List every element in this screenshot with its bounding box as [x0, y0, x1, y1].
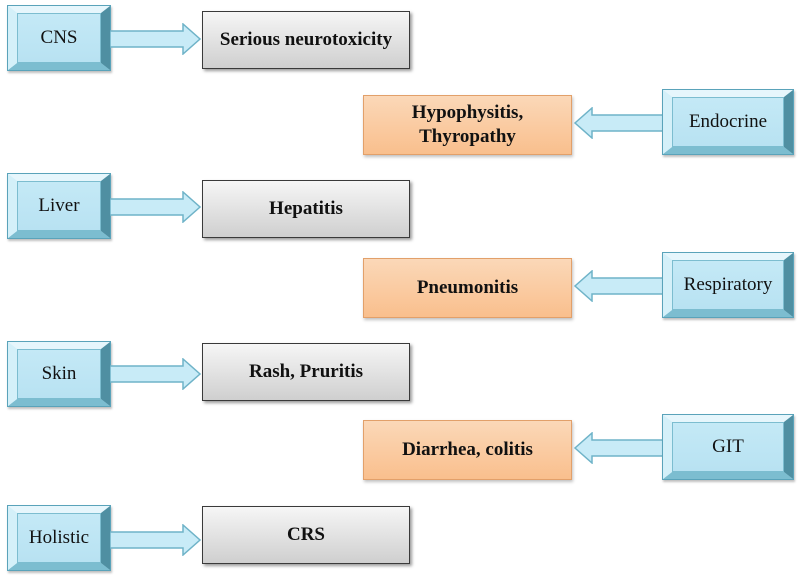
organ-box-liver: Liver: [7, 173, 111, 239]
arrow-left-icon: [573, 107, 665, 139]
effect-box-pneumonitis: Pneumonitis: [363, 258, 572, 318]
effect-label-line2: Thyropathy: [419, 126, 516, 147]
organ-box-respiratory: Respiratory: [662, 252, 794, 318]
organ-box-skin: Skin: [7, 341, 111, 407]
effect-label: Pneumonitis: [416, 277, 519, 299]
effect-label: Diarrhea, colitis: [402, 439, 533, 461]
effect-label: Hepatitis: [269, 198, 343, 220]
bevel: [8, 563, 110, 570]
organ-label: Endocrine: [672, 97, 784, 147]
effect-label: CRS: [286, 524, 325, 546]
effect-box-rash-pruritis: Rash, Pruritis: [202, 343, 410, 401]
effect-label: Rash, Pruritis: [249, 361, 363, 383]
organ-label: Holistic: [17, 513, 101, 563]
bevel: [101, 342, 110, 406]
organ-box-holistic: Holistic: [7, 505, 111, 571]
bevel: [8, 399, 110, 406]
effect-box-hepatitis: Hepatitis: [202, 180, 410, 238]
organ-label: Skin: [17, 349, 101, 399]
organ-box-endocrine: Endocrine: [662, 89, 794, 155]
bevel: [784, 90, 793, 154]
bevel: [663, 147, 793, 154]
effect-box-crs: CRS: [202, 506, 410, 564]
bevel: [8, 342, 17, 406]
bevel: [8, 342, 110, 349]
bevel: [101, 174, 110, 238]
bevel: [8, 6, 110, 13]
bevel: [8, 174, 17, 238]
bevel: [663, 472, 793, 479]
bevel: [8, 63, 110, 70]
bevel: [663, 415, 672, 479]
organ-label: GIT: [672, 422, 784, 472]
effect-box-diarrhea-colitis: Diarrhea, colitis: [363, 420, 572, 480]
bevel: [663, 90, 793, 97]
effect-label-line1: Hypophysitis,: [411, 102, 524, 124]
bevel: [663, 253, 793, 260]
bevel: [101, 6, 110, 70]
effect-box-hypophysitis-thyropathy: Hypophysitis, Thyropathy: [363, 95, 572, 155]
arrow-right-icon: [110, 524, 202, 556]
bevel: [663, 90, 672, 154]
bevel: [8, 174, 110, 181]
organ-label: CNS: [17, 13, 101, 63]
arrow-right-icon: [110, 23, 202, 55]
organ-box-git: GIT: [662, 414, 794, 480]
arrow-right-icon: [110, 358, 202, 390]
bevel: [8, 506, 17, 570]
effect-label: Serious neurotoxicity: [219, 29, 393, 51]
arrow-left-icon: [573, 270, 665, 302]
bevel: [663, 415, 793, 422]
bevel: [784, 415, 793, 479]
bevel: [663, 310, 793, 317]
bevel: [101, 506, 110, 570]
arrow-left-icon: [573, 432, 665, 464]
organ-label: Respiratory: [672, 260, 784, 310]
bevel: [663, 253, 672, 317]
bevel: [8, 506, 110, 513]
organ-box-cns: CNS: [7, 5, 111, 71]
bevel: [8, 6, 17, 70]
organ-label: Liver: [17, 181, 101, 231]
arrow-right-icon: [110, 191, 202, 223]
bevel: [784, 253, 793, 317]
bevel: [8, 231, 110, 238]
effect-box-serious-neurotoxicity: Serious neurotoxicity: [202, 11, 410, 69]
